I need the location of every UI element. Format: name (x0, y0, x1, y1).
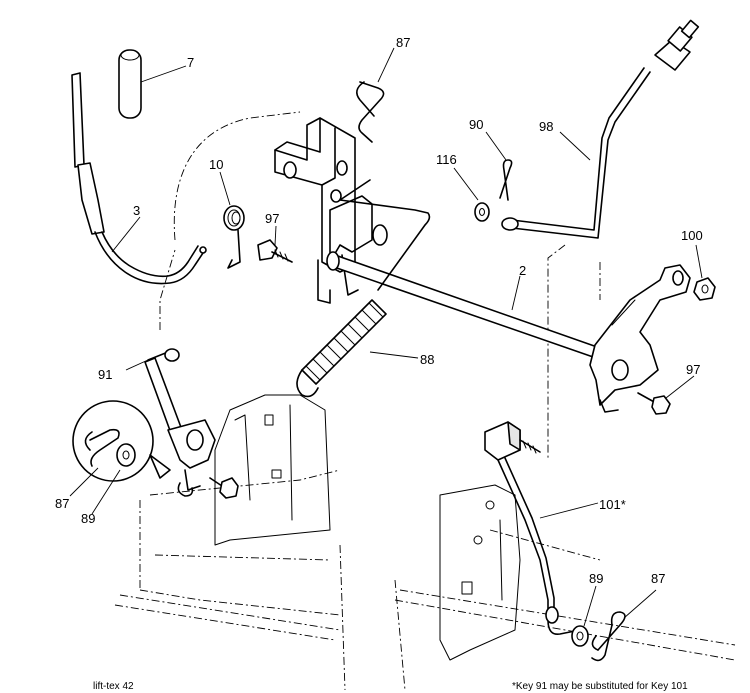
callout-91: 91 (98, 367, 112, 382)
main-lift-bracket (274, 117, 388, 304)
callout-90: 90 (469, 117, 483, 132)
callout-89-right: 89 (589, 571, 603, 586)
part-100-nut (693, 277, 716, 301)
right-lift-arm (589, 264, 691, 413)
footer: lift-tex 42 *Key 91 may be substituted f… (93, 681, 688, 692)
part-87-hairpin-right (591, 611, 626, 662)
right-side-plate (439, 484, 521, 661)
part-10-torsion-spring (223, 205, 245, 269)
callout-116: 116 (436, 152, 457, 167)
left-side-plate (214, 394, 331, 546)
callout-87-top: 87 (396, 35, 410, 50)
callout-88: 88 (420, 352, 434, 367)
substitution-note: *Key 91 may be substituted for Key 101 (512, 681, 688, 692)
figure-id: lift-tex 42 (93, 681, 134, 692)
callout-3: 3 (133, 203, 140, 218)
hardware-lever-pivot (177, 477, 239, 499)
callout-2: 2 (519, 263, 526, 278)
callout-97-right: 97 (686, 362, 700, 377)
callout-87-left: 87 (55, 496, 69, 511)
callout-101: 101* (599, 497, 626, 512)
chassis-outline (114, 111, 736, 691)
callout-10: 10 (209, 157, 223, 172)
detail-inset (72, 400, 171, 482)
part-98-rod (501, 19, 700, 239)
part-88-extension-spring (296, 199, 431, 398)
part-97-bolt-left (257, 239, 293, 263)
part-97-bolt-right (637, 392, 671, 415)
callout-98: 98 (539, 119, 553, 134)
callout-100: 100 (681, 228, 703, 243)
callout-7: 7 (187, 55, 194, 70)
part-87-hairpin-top (356, 81, 385, 143)
callout-97-left: 97 (265, 211, 279, 226)
callout-labels: 7 87 90 98 116 10 97 3 100 2 88 91 97 87… (55, 35, 703, 586)
part-7-handle-grip (118, 49, 142, 119)
part-89-washer-right (571, 625, 589, 647)
callout-87-right: 87 (651, 571, 665, 586)
part-101-link-rod (484, 421, 581, 636)
callout-89-left: 89 (81, 511, 95, 526)
part-3-lift-handle (71, 72, 207, 285)
part-90-clip (499, 159, 513, 201)
part-116-washer (474, 202, 490, 222)
part-91-lever (144, 348, 216, 491)
leader-lines (69, 47, 703, 627)
